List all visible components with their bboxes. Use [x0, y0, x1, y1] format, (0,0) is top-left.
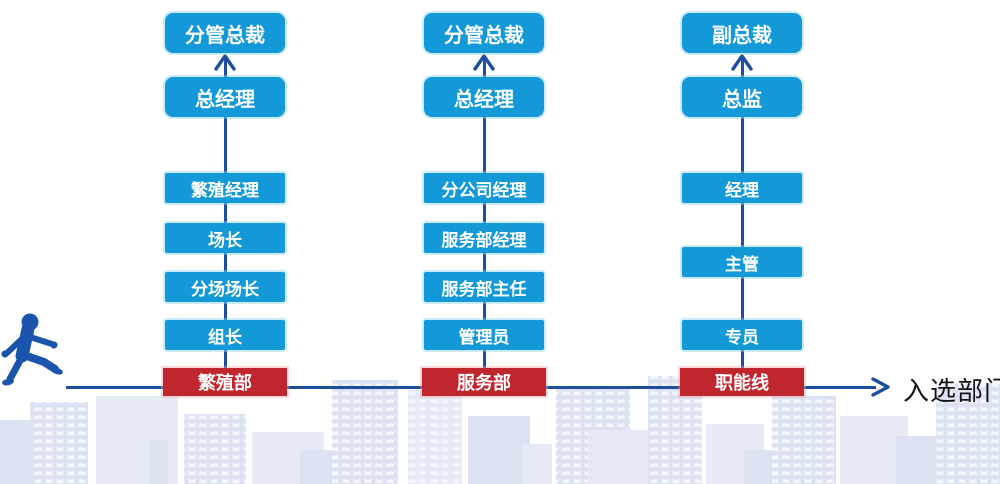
column-connector-line	[224, 57, 227, 387]
level-box: 服务部主任	[424, 272, 544, 302]
department-box: 服务部	[422, 368, 546, 396]
department-box: 繁殖部	[163, 368, 287, 396]
top-level-box: 分管总裁	[165, 13, 285, 53]
top-level-box: 总经理	[165, 77, 285, 117]
level-box: 经理	[682, 173, 802, 203]
top-level-box: 总监	[682, 77, 802, 117]
up-arrowhead-icon	[473, 54, 495, 71]
level-box: 组长	[165, 320, 285, 350]
department-box: 职能线	[680, 368, 804, 396]
level-box: 主管	[682, 247, 802, 277]
column-connector-line	[483, 57, 486, 387]
level-box: 专员	[682, 320, 802, 350]
level-box: 分公司经理	[424, 173, 544, 203]
level-box: 分场场长	[165, 272, 285, 302]
up-arrowhead-icon	[214, 54, 236, 71]
top-level-box: 副总裁	[682, 13, 802, 53]
level-box: 繁殖经理	[165, 173, 285, 203]
level-box: 场长	[165, 223, 285, 253]
level-box: 服务部经理	[424, 223, 544, 253]
walking-person-icon	[1, 313, 63, 386]
level-box: 管理员	[424, 320, 544, 350]
up-arrowhead-icon	[731, 54, 753, 71]
top-level-box: 总经理	[424, 77, 544, 117]
column-connector-line	[741, 57, 744, 387]
axis-label: 入选部门	[903, 376, 1000, 406]
top-level-box: 分管总裁	[424, 13, 544, 53]
right-arrowhead-icon	[871, 377, 890, 397]
city-skyline-background	[0, 376, 1000, 484]
